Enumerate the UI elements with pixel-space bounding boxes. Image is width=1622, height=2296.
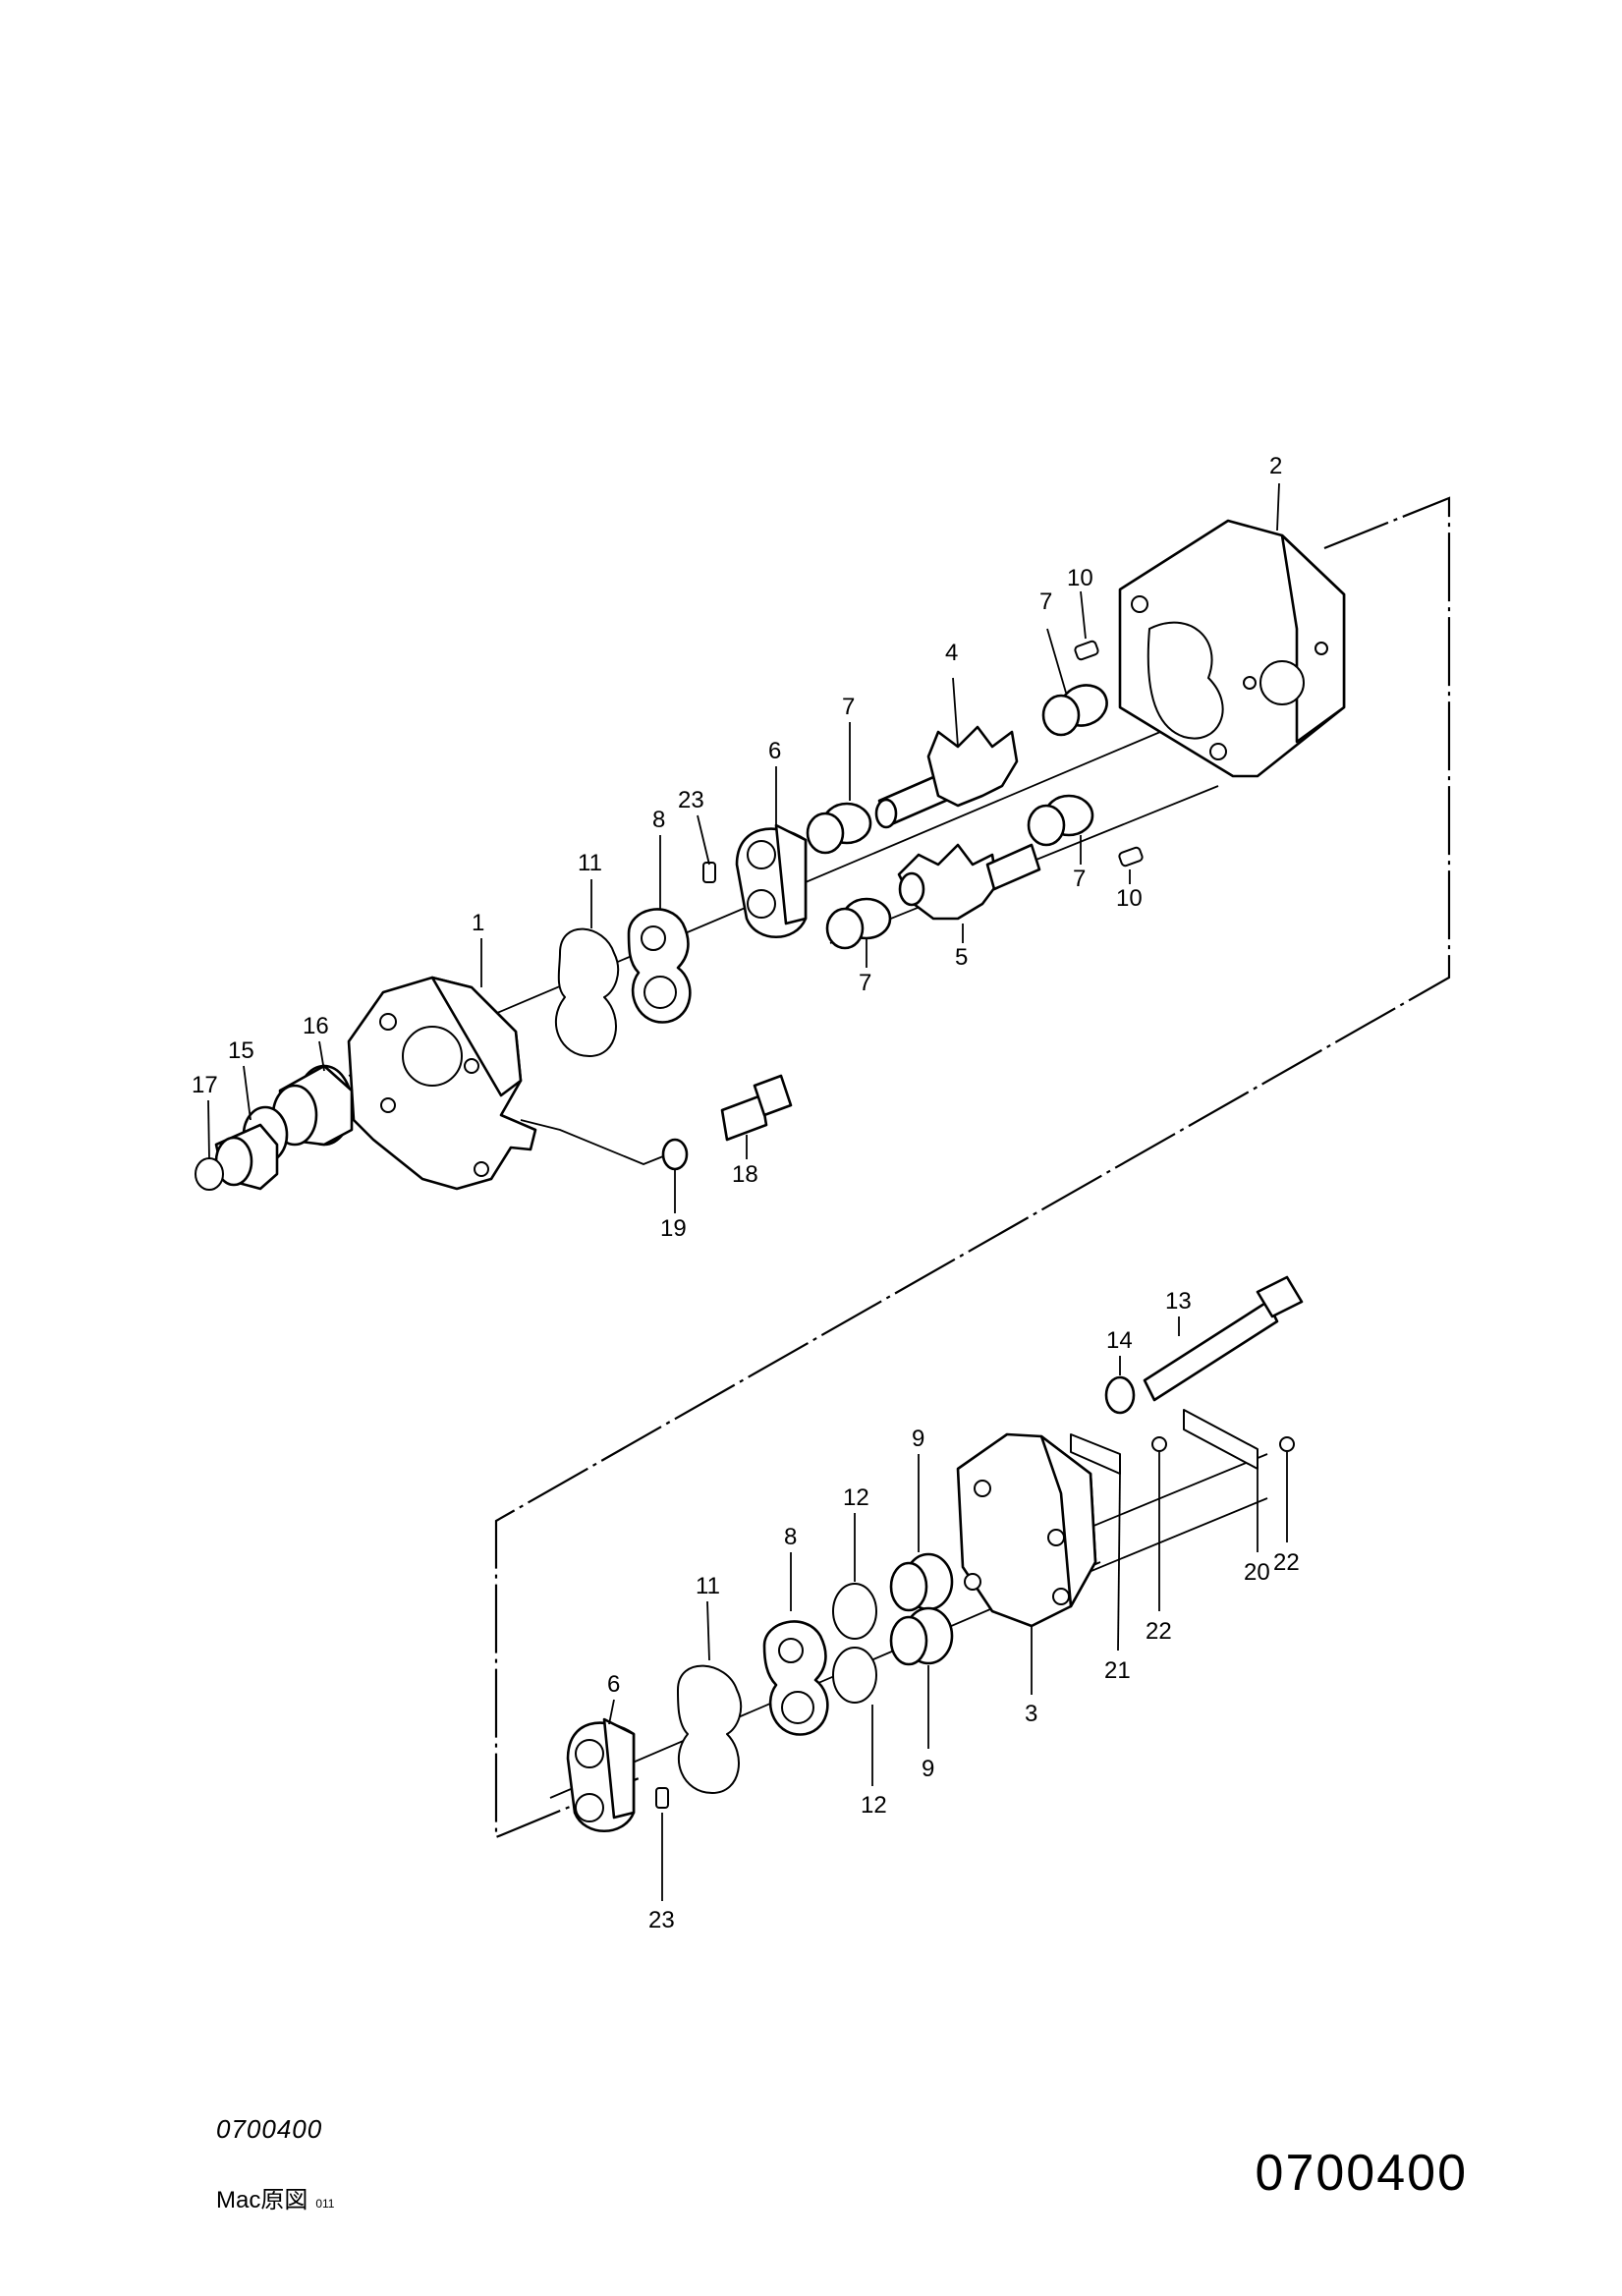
bushing-part-7-b xyxy=(806,802,872,855)
bushing-part-7-c xyxy=(1027,794,1094,847)
oil-seal-part-15 xyxy=(214,1105,289,1191)
callout-part-23-lower: 23 xyxy=(648,1907,675,1933)
source-note: Mac原図 011 xyxy=(216,2180,334,2214)
washer-part-19 xyxy=(661,1138,689,1171)
callout-part-8-upper: 8 xyxy=(652,807,665,833)
callout-part-3: 3 xyxy=(1025,1701,1037,1727)
wear-plate-part-8-upper xyxy=(627,908,692,1024)
callout-part-23-upper: 23 xyxy=(678,787,704,813)
callout-part-21: 21 xyxy=(1104,1657,1131,1684)
callout-part-4: 4 xyxy=(945,640,958,666)
assembly-frame xyxy=(494,496,1451,1839)
callout-part-18: 18 xyxy=(732,1161,758,1188)
diagram-number: 0700400 xyxy=(1255,2145,1468,2202)
callout-part-12-upper: 12 xyxy=(843,1484,869,1511)
seal-ring-part-11-lower xyxy=(677,1664,743,1794)
bushing-part-9-lower xyxy=(889,1606,954,1666)
source-note-label: Mac原図 xyxy=(216,2187,308,2213)
callout-part-1: 1 xyxy=(472,910,484,936)
drive-gear-part-4 xyxy=(874,725,1019,829)
callout-part-8-lower: 8 xyxy=(784,1524,797,1550)
screw-part-22-b xyxy=(1279,1436,1295,1452)
key-part-23-upper xyxy=(702,862,716,883)
callout-labels: 2 10 7 4 7 6 23 8 11 1 16 15 17 19 18 7 … xyxy=(192,453,1300,1933)
callout-part-6-lower: 6 xyxy=(607,1671,620,1698)
callout-part-11-upper: 11 xyxy=(578,850,602,876)
pin-part-10-lower xyxy=(1118,846,1144,868)
rear-cover-part-3 xyxy=(956,1432,1097,1628)
screw-part-22-a xyxy=(1151,1436,1167,1452)
seal-ring-part-11-upper xyxy=(555,927,620,1057)
callout-part-7-b: 7 xyxy=(842,694,855,720)
callout-part-10-lower: 10 xyxy=(1116,885,1143,912)
callout-part-7-c: 7 xyxy=(1073,866,1086,892)
callout-part-9-upper: 9 xyxy=(912,1426,924,1452)
callout-part-12-lower: 12 xyxy=(861,1792,887,1819)
callout-part-13: 13 xyxy=(1165,1288,1192,1315)
callout-part-17: 17 xyxy=(192,1072,218,1098)
pin-part-10-upper xyxy=(1074,640,1099,661)
long-bolt-part-13 xyxy=(1143,1275,1304,1402)
washer-part-14 xyxy=(1104,1375,1136,1415)
callout-part-11-lower: 11 xyxy=(696,1573,720,1599)
bolt-leader-upper xyxy=(520,1119,669,1165)
o-ring-part-12-upper xyxy=(832,1583,877,1640)
callout-part-15: 15 xyxy=(228,1037,254,1064)
bushing-part-7-a xyxy=(1041,684,1108,737)
callout-part-7-a: 7 xyxy=(1039,588,1052,615)
o-ring-part-12-lower xyxy=(832,1647,877,1704)
plate-part-20 xyxy=(1183,1409,1258,1470)
callout-leaders xyxy=(207,482,1288,1901)
bushing-part-7-d xyxy=(825,897,892,950)
callout-part-5: 5 xyxy=(955,944,968,971)
callout-part-22-b: 22 xyxy=(1273,1549,1300,1576)
callout-part-20: 20 xyxy=(1244,1559,1270,1586)
callout-part-22-a: 22 xyxy=(1146,1618,1172,1645)
callout-part-10-upper: 10 xyxy=(1067,565,1093,591)
snap-ring-part-17 xyxy=(195,1157,224,1191)
source-code: 011 xyxy=(315,2197,335,2211)
callout-part-19: 19 xyxy=(660,1215,687,1242)
callout-part-16: 16 xyxy=(303,1013,329,1039)
bolt-part-18 xyxy=(720,1074,793,1142)
callout-part-2: 2 xyxy=(1269,453,1282,479)
pump-body-part-2 xyxy=(1118,519,1346,778)
callout-part-9-lower: 9 xyxy=(922,1756,934,1782)
callout-part-6-upper: 6 xyxy=(768,738,781,764)
front-cover-part-1 xyxy=(347,976,537,1191)
callout-part-7-d: 7 xyxy=(859,970,871,996)
bushing-part-9-upper xyxy=(889,1552,954,1612)
side-plate-part-6-lower xyxy=(566,1717,636,1833)
driven-gear-part-5 xyxy=(897,843,1041,921)
reference-number-italic: 0700400 xyxy=(216,2114,323,2144)
key-part-23-lower xyxy=(655,1787,669,1809)
callout-part-14: 14 xyxy=(1106,1327,1133,1354)
wear-plate-part-8-lower xyxy=(762,1620,829,1736)
side-plate-part-6-upper xyxy=(735,823,808,939)
